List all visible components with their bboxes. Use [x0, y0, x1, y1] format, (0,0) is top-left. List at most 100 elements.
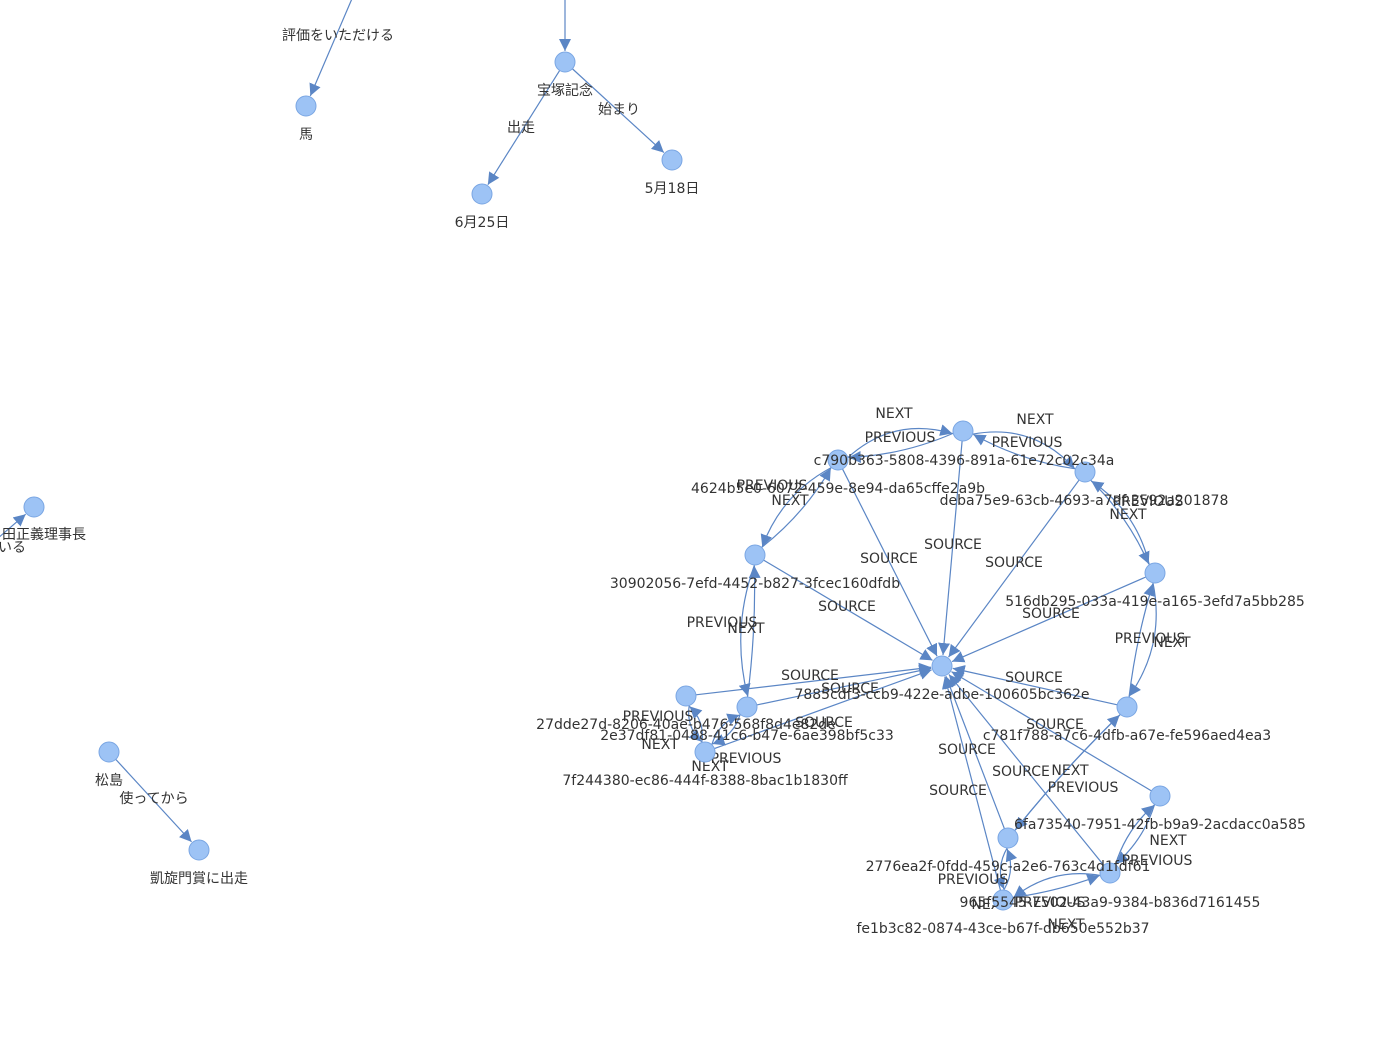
- graph-edge[interactable]: [941, 676, 1002, 891]
- graph-edge[interactable]: [848, 432, 954, 463]
- edge-label: SOURCE: [992, 764, 1050, 780]
- node-label: 2e37df81-0488-41c6-b47e-6ae398bf5c33: [600, 728, 894, 744]
- edge-label: PREVIOUS: [623, 709, 694, 725]
- graph-edge[interactable]: [973, 433, 1076, 470]
- edge-label: SOURCE: [929, 783, 987, 799]
- graph-node[interactable]: [736, 696, 758, 718]
- graph-node[interactable]: [554, 51, 576, 73]
- graph-node[interactable]: [98, 741, 120, 763]
- edge-label: SOURCE: [821, 681, 879, 697]
- graph-node[interactable]: [1099, 862, 1121, 884]
- node-label: 凱旋門賞に出走: [150, 871, 248, 887]
- graph-edge[interactable]: [948, 674, 1105, 866]
- graph-edge[interactable]: [847, 424, 953, 459]
- graph-edge[interactable]: [746, 565, 761, 698]
- graph-node[interactable]: [1144, 562, 1166, 584]
- edge-label: SOURCE: [938, 742, 996, 758]
- graph-edge[interactable]: [756, 664, 932, 706]
- node-label: 516db295-033a-419e-a165-3efd7a5bb285: [1005, 594, 1305, 610]
- graph-edge[interactable]: [714, 668, 932, 750]
- graph-edge[interactable]: [1013, 873, 1101, 898]
- graph-node[interactable]: [23, 496, 45, 518]
- graph-node[interactable]: [827, 449, 849, 471]
- edge-label: PREVIOUS: [865, 430, 936, 446]
- edge-label: NEXT: [691, 759, 729, 775]
- graph-edge[interactable]: [951, 671, 1152, 792]
- edge-label: NEXT: [771, 493, 809, 509]
- node-label: 5月18日: [645, 181, 700, 197]
- node-label: fe1b3c82-0874-43ce-b67f-db650e552b37: [856, 921, 1149, 937]
- graph-node[interactable]: [471, 183, 493, 205]
- graph-edge[interactable]: [738, 564, 756, 697]
- graph-node[interactable]: [1074, 461, 1096, 483]
- node-labels-layer: 馬宝塚記念6月25日5月18日田正義理事長いる松島凱旋門賞に出走7885cdf3…: [0, 82, 1306, 937]
- edge-label: NEXT: [641, 737, 679, 753]
- graph-edge[interactable]: [695, 662, 932, 696]
- graph-edge[interactable]: [972, 431, 1076, 469]
- graph-edge[interactable]: [0, 513, 27, 538]
- graph-edge[interactable]: [993, 847, 1008, 890]
- node-label: 6月25日: [455, 215, 510, 231]
- graph-node[interactable]: [188, 839, 210, 861]
- edge-label: PREVIOUS: [1015, 895, 1086, 911]
- graph-node[interactable]: [931, 655, 953, 677]
- graph-edge[interactable]: [952, 665, 1118, 706]
- nodes-layer: [23, 51, 1171, 911]
- edge-label: SOURCE: [1005, 670, 1063, 686]
- graph-edge[interactable]: [689, 705, 703, 743]
- graph-node[interactable]: [997, 827, 1019, 849]
- graph-edge[interactable]: [763, 559, 933, 661]
- edge-label: SOURCE: [795, 715, 853, 731]
- graph-node[interactable]: [1116, 696, 1138, 718]
- graph-edge[interactable]: [938, 440, 963, 656]
- graph-edge[interactable]: [1114, 804, 1155, 865]
- graph-edge[interactable]: [309, 0, 356, 97]
- edge-label: NEXT: [1016, 412, 1054, 428]
- graph-node[interactable]: [661, 149, 683, 171]
- edges-layer: [0, 0, 1157, 899]
- edge-label: NEXT: [1047, 917, 1085, 933]
- graph-node[interactable]: [1149, 785, 1171, 807]
- edge-label: NEXT: [875, 406, 913, 422]
- node-label: 27dde27d-8206-40ae-b476-568f8d4e82de: [536, 717, 836, 733]
- node-label: 田正義理事長: [2, 526, 86, 543]
- graph-edge[interactable]: [951, 576, 1147, 663]
- edge-label: PREVIOUS: [1122, 853, 1193, 869]
- graph-node[interactable]: [952, 420, 974, 442]
- node-label: 馬: [299, 127, 313, 143]
- node-label: 宝塚記念: [537, 82, 593, 99]
- edge-label: PREVIOUS: [992, 435, 1063, 451]
- edge-label: PREVIOUS: [687, 615, 758, 631]
- edge-label: 使ってから: [119, 790, 188, 807]
- graph-node[interactable]: [295, 95, 317, 117]
- graph-edge[interactable]: [1090, 480, 1150, 565]
- graph-edge[interactable]: [1128, 582, 1157, 697]
- graph-edge[interactable]: [115, 758, 193, 843]
- edge-label: SOURCE: [924, 537, 982, 553]
- graph-edge[interactable]: [711, 713, 740, 745]
- graph-edge[interactable]: [944, 676, 1005, 829]
- graph-edge[interactable]: [487, 70, 561, 186]
- node-label: 7885cdf3-ccb9-422e-adbe-100605bc362e: [794, 687, 1089, 703]
- edge-label: NEXT: [1149, 833, 1187, 849]
- graph-edge[interactable]: [1012, 874, 1100, 899]
- graph-node[interactable]: [694, 741, 716, 763]
- graph-edge[interactable]: [841, 468, 938, 657]
- graph-edge[interactable]: [1003, 848, 1018, 891]
- node-label: 4624b5e0-6072-459e-8e94-da65cffe2a9b: [691, 481, 985, 497]
- graph-edge[interactable]: [571, 68, 665, 154]
- graph-edge[interactable]: [688, 705, 702, 743]
- graph-edge[interactable]: [761, 467, 832, 548]
- edge-label: SOURCE: [1026, 717, 1084, 733]
- node-label: c781f788-a7c6-4dfb-a67e-fe596aed4ea3: [983, 728, 1271, 744]
- graph-node[interactable]: [744, 544, 766, 566]
- edge-label: PREVIOUS: [1048, 780, 1119, 796]
- edge-label: SOURCE: [818, 599, 876, 615]
- graph-node[interactable]: [992, 889, 1014, 911]
- graph-node[interactable]: [675, 685, 697, 707]
- edge-label: NEXT: [727, 621, 765, 637]
- graph-edge[interactable]: [1128, 583, 1156, 698]
- graph-edge[interactable]: [1014, 714, 1121, 831]
- graph-edge[interactable]: [948, 479, 1080, 658]
